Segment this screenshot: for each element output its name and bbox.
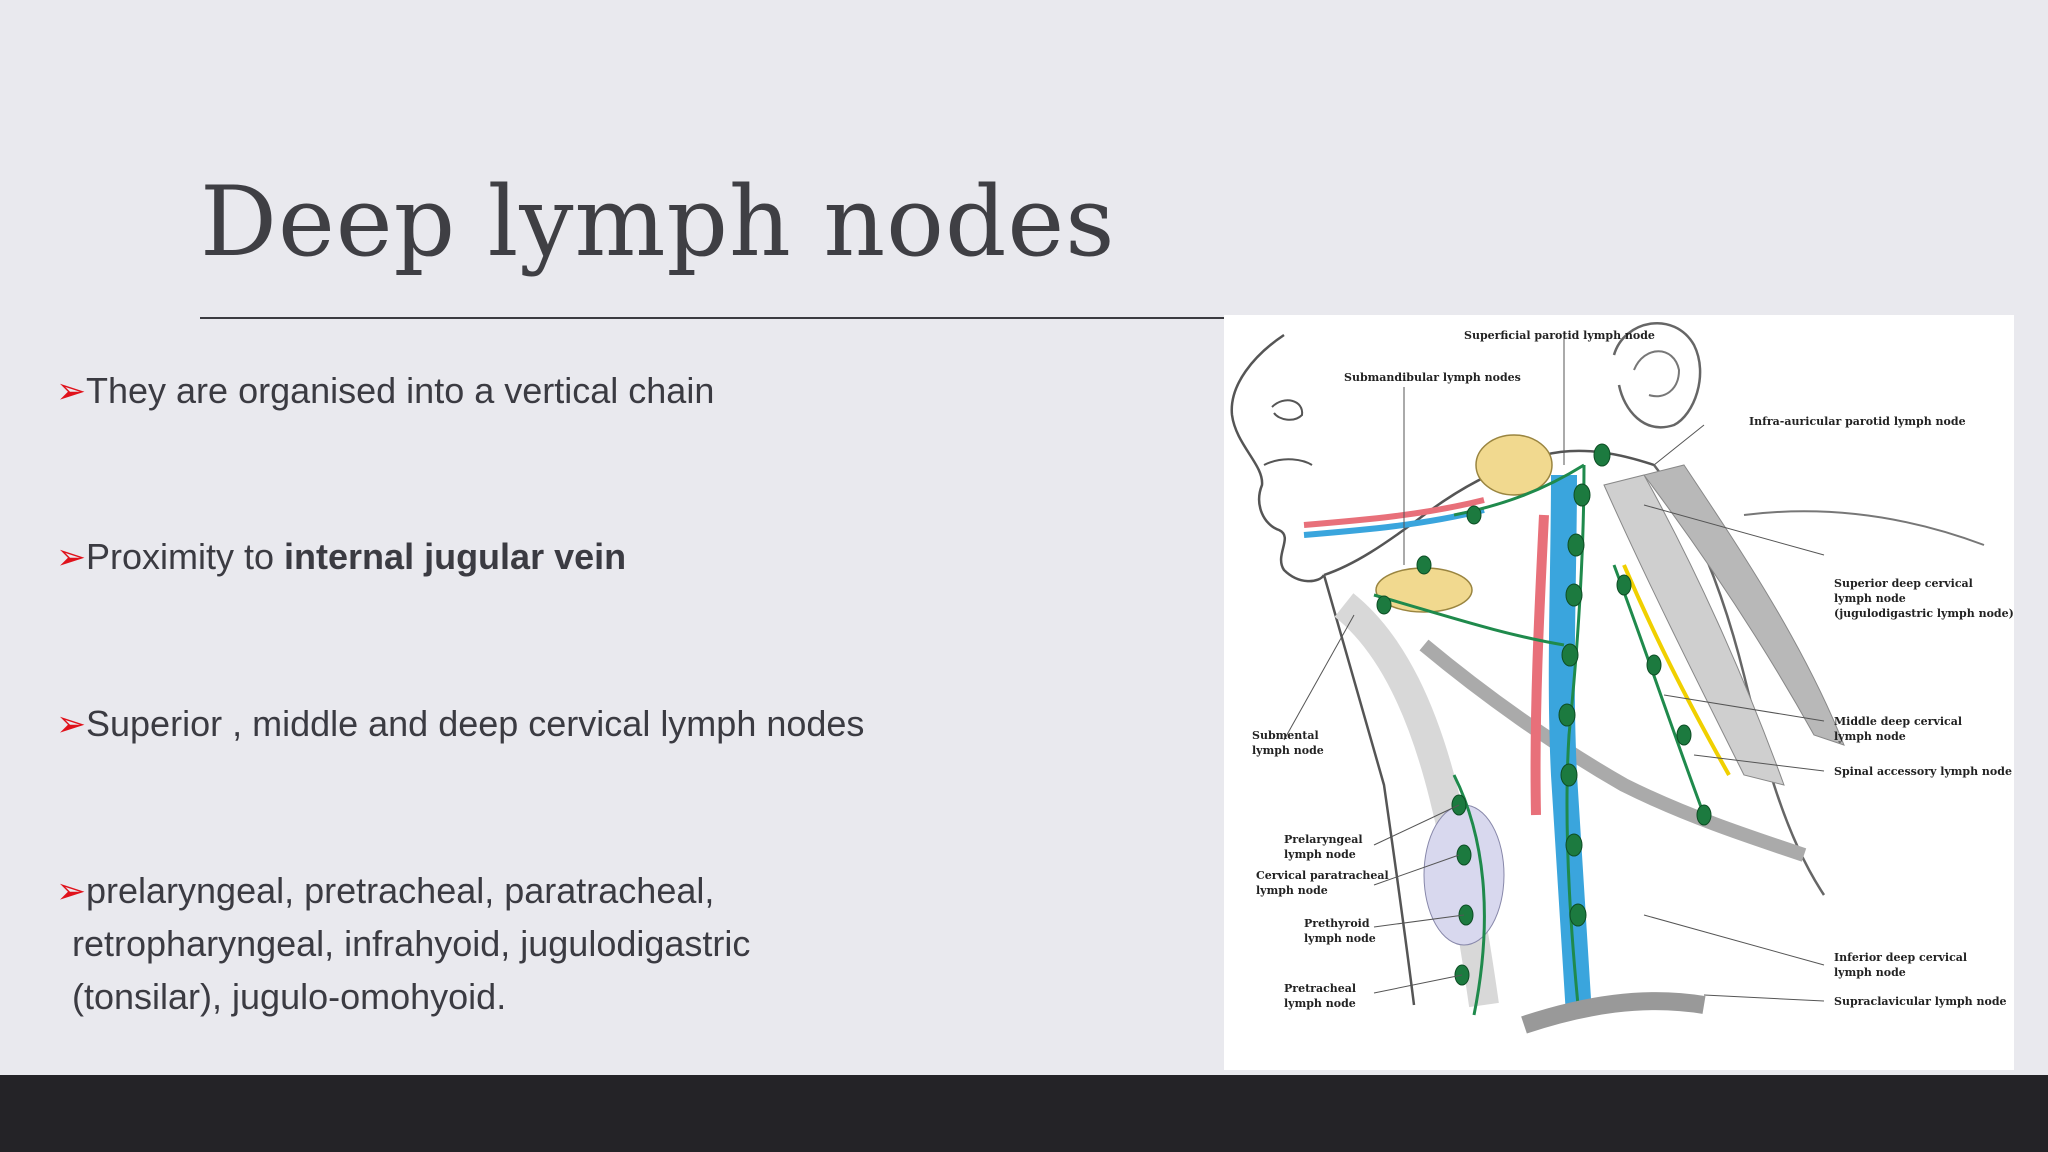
nostril-outline: [1271, 399, 1304, 421]
bullet-text: They are organised into a vertical chain: [86, 370, 715, 411]
label-inferior-deep-1: Inferior deep cervical: [1834, 951, 1967, 964]
bullet-text-line-2: retropharyngeal, infrahyoid, jugulodigas…: [72, 923, 751, 964]
lymph-vessel-posterior: [1612, 564, 1706, 816]
arrow-bullet-icon: ➢: [56, 703, 87, 744]
arrow-bullet-icon: ➢: [56, 536, 87, 577]
label-pretracheal-1: Pretracheal: [1284, 982, 1356, 995]
carotid-artery: [1530, 514, 1549, 816]
clavicle-bone: [1521, 992, 1706, 1034]
label-leader-lines: [1283, 337, 1825, 1002]
bullet-item: ➢Proximity to internal jugular vein: [56, 530, 1176, 583]
label-supraclavicular: Supraclavicular lymph node: [1834, 995, 2007, 1008]
label-infra-auricular: Infra-auricular parotid lymph node: [1749, 415, 1966, 428]
label-inferior-deep-2: lymph node: [1834, 966, 1906, 979]
ear-inner: [1633, 350, 1681, 398]
label-cervical-paratracheal-2: lymph node: [1256, 884, 1328, 897]
trapezius-muscle: [1643, 464, 1845, 746]
facial-artery: [1303, 497, 1485, 528]
bullet-text-line-3: (tonsilar), jugulo-omohyoid.: [72, 976, 507, 1017]
bullet-item: ➢Superior , middle and deep cervical lym…: [56, 697, 1176, 750]
bullet-item: ➢They are organised into a vertical chai…: [56, 364, 1176, 417]
lymph-nodes: [1376, 443, 1712, 986]
label-prelaryngeal-2: lymph node: [1284, 848, 1356, 861]
bullet-text: Superior , middle and deep cervical lymp…: [86, 703, 865, 744]
bullet-text-line-1: prelaryngeal, pretracheal, paratracheal,: [86, 870, 715, 911]
bullet-item: ➢prelaryngeal, pretracheal, paratracheal…: [56, 864, 1176, 1023]
anatomy-illustration: Superficial parotid lymph node Submandib…: [1230, 321, 2014, 1034]
title-underline: [200, 317, 1224, 319]
label-prethyroid-2: lymph node: [1304, 932, 1376, 945]
omohyoid-muscle: [1419, 639, 1807, 862]
label-prethyroid-1: Prethyroid: [1304, 917, 1370, 930]
label-pretracheal-2: lymph node: [1284, 997, 1356, 1010]
bullet-bold-text: internal jugular vein: [284, 536, 627, 577]
label-submandibular: Submandibular lymph nodes: [1344, 371, 1521, 384]
label-spinal-accessory: Spinal accessory lymph node: [1834, 765, 2012, 778]
arrow-bullet-icon: ➢: [56, 870, 87, 911]
neck-front-outline: [1322, 574, 1416, 1006]
neck-lymph-nodes-diagram: Superficial parotid lymph node Submandib…: [1224, 315, 2014, 1070]
label-middle-deep-2: lymph node: [1834, 730, 1906, 743]
bullet-text: Proximity to: [86, 536, 285, 577]
label-superficial-parotid: Superficial parotid lymph node: [1464, 329, 1655, 342]
label-prelaryngeal-1: Prelaryngeal: [1284, 833, 1363, 846]
label-superior-deep-1: Superior deep cervical: [1834, 577, 1973, 590]
accessory-nerve: [1622, 564, 1731, 776]
label-superior-deep-2: lymph node: [1834, 592, 1906, 605]
face-outline: [1230, 333, 1326, 583]
slide-title: Deep lymph nodes: [200, 166, 1116, 278]
footer-bar: [0, 1075, 2048, 1152]
parotid-gland: [1475, 434, 1553, 496]
label-middle-deep-1: Middle deep cervical: [1834, 715, 1962, 728]
lip-outline: [1263, 458, 1313, 466]
arrow-bullet-icon: ➢: [56, 370, 87, 411]
facial-vein: [1303, 507, 1485, 538]
label-submental-2: lymph node: [1252, 744, 1324, 757]
label-superior-deep-3: (jugulodigastric lymph node): [1834, 607, 2014, 620]
label-cervical-paratracheal-1: Cervical paratracheal: [1256, 869, 1389, 882]
label-submental-1: Submental: [1252, 729, 1319, 742]
shoulder-outline: [1743, 510, 1985, 546]
lymph-vessel-middle: [1373, 593, 1565, 647]
ear-outline: [1612, 321, 1702, 429]
